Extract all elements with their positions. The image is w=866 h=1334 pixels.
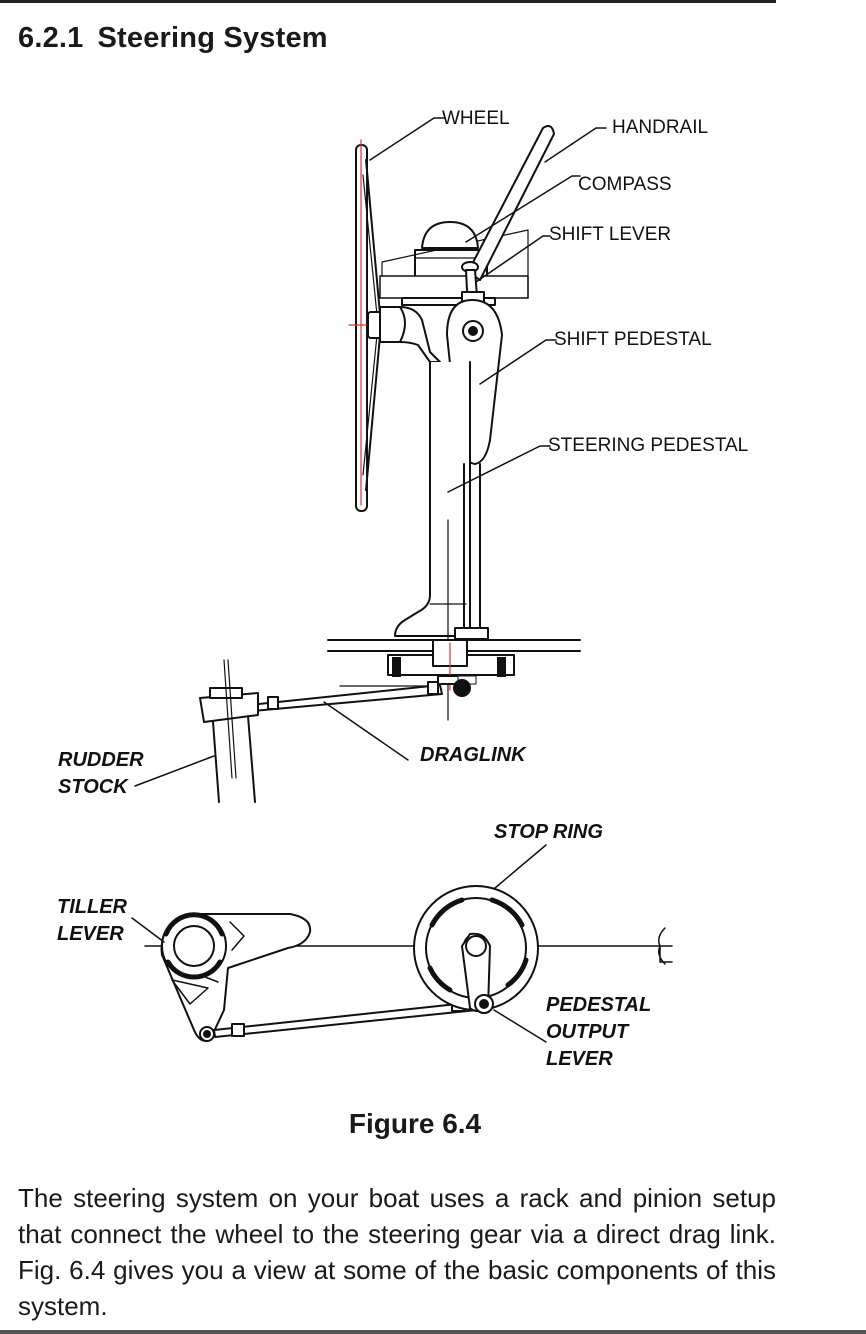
label-handrail: HANDRAIL: [612, 117, 709, 138]
label-rudder-stock-line1: RUDDER: [58, 749, 144, 771]
label-pedestal-output-lever: PEDESTAL OUTPUT LEVER: [546, 992, 651, 1073]
handrail-drawing: [467, 125, 555, 281]
tiller-lever-drawing: [160, 912, 312, 1042]
label-compass: COMPASS: [578, 174, 672, 195]
label-wheel: WHEEL: [442, 108, 510, 129]
pedestal-output-lever-drawing: [461, 932, 494, 1014]
centerline-symbol: [658, 927, 673, 965]
section-title: Steering System: [97, 22, 328, 54]
label-stop-ring: STOP RING: [494, 821, 603, 843]
label-pedestal-output-line2: OUTPUT: [546, 1021, 629, 1043]
label-rudder-stock: RUDDER STOCK: [58, 747, 144, 801]
deck-drawing: [327, 639, 581, 691]
section-number: 6.2.1: [18, 22, 84, 54]
label-tiller-lever-line2: LEVER: [57, 923, 124, 945]
rudder-stock-drawing: [199, 659, 259, 803]
label-pedestal-output-line1: PEDESTAL: [546, 994, 652, 1016]
body-paragraph: The steering system on your boat uses a …: [18, 1183, 776, 1321]
label-tiller-lever: TILLER LEVER: [57, 894, 127, 948]
section-heading: 6.2.1 Steering System: [18, 22, 328, 55]
steering-system-figure: WHEEL HANDRAIL COMPASS SHIFT LEVER SHIFT…: [0, 80, 866, 1090]
steering-pedestal-drawing: [394, 361, 489, 721]
tie-rod-drawing: [213, 998, 478, 1038]
label-shift-pedestal: SHIFT PEDESTAL: [554, 329, 712, 350]
label-draglink: DRAGLINK: [420, 744, 526, 766]
label-steering-pedestal: STEERING PEDESTAL: [548, 435, 749, 456]
steering-diagram: [131, 117, 673, 1043]
leader-lines: [131, 117, 607, 1043]
label-tiller-lever-line1: TILLER: [57, 896, 127, 918]
label-shift-lever: SHIFT LEVER: [549, 224, 672, 245]
page-bottom-edge: [0, 1330, 866, 1334]
label-rudder-stock-line2: STOCK: [58, 776, 128, 798]
figure-caption: Figure 6.4: [348, 1108, 482, 1139]
wheel-drawing: [348, 139, 383, 512]
top-rule: [0, 0, 776, 3]
label-pedestal-output-line3: LEVER: [546, 1048, 613, 1070]
draglink-drawing: [235, 679, 471, 716]
